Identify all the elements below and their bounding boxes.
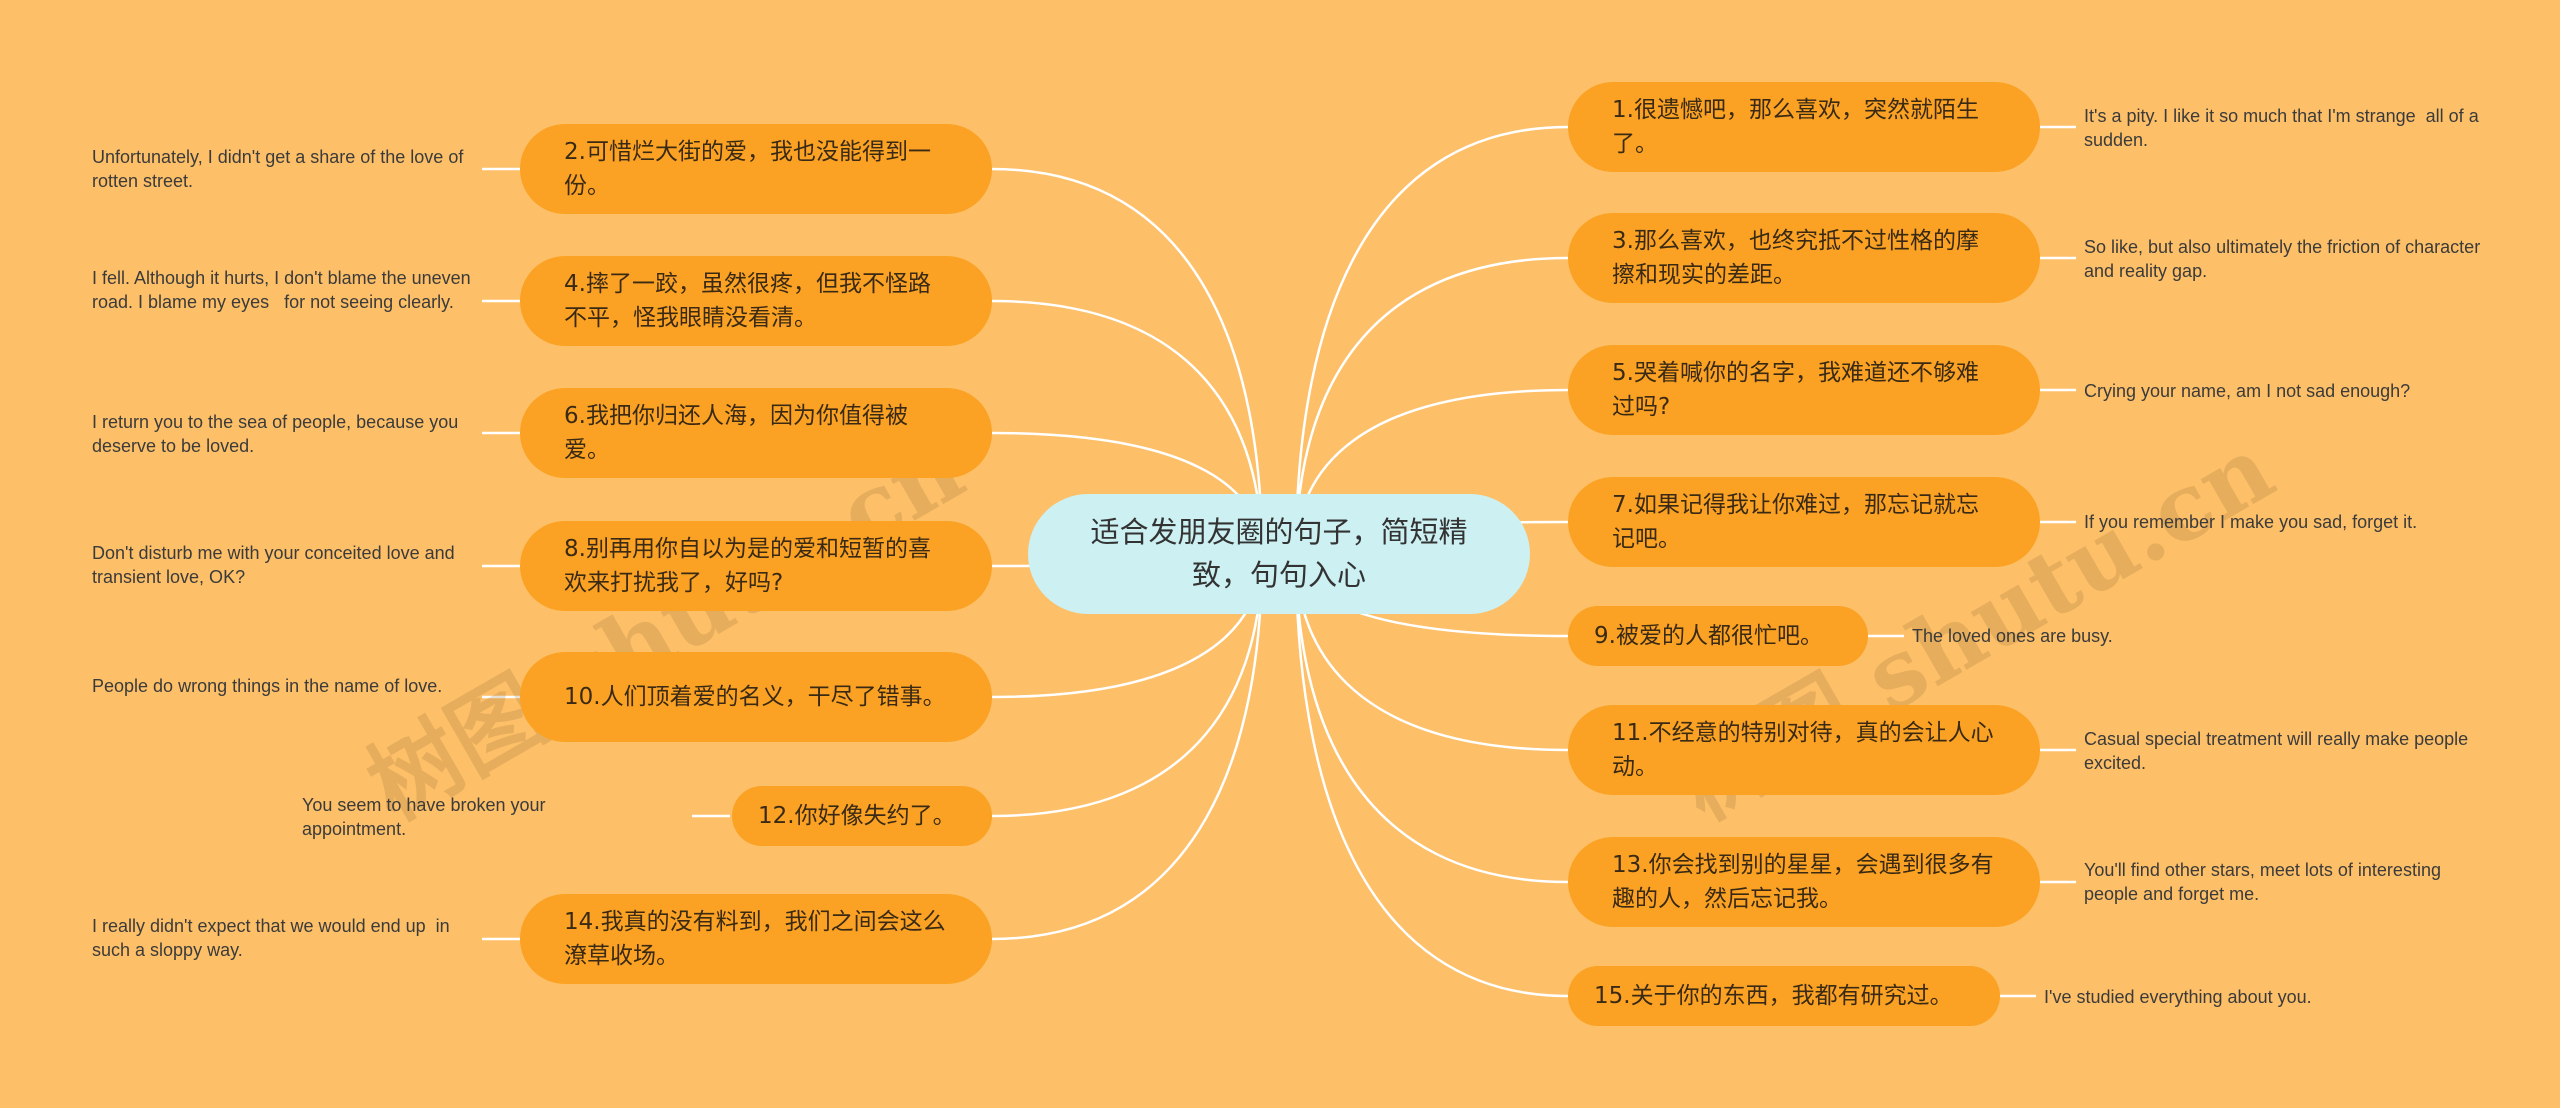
branch-node-3[interactable]: 3.那么喜欢，也终究抵不过性格的摩擦和现实的差距。 bbox=[1568, 213, 2040, 303]
translation-4: I fell. Although it hurts, I don't blame… bbox=[92, 268, 476, 312]
branch-node-2[interactable]: 2.可惜烂大街的爱，我也没能得到一份。 bbox=[520, 124, 992, 214]
translation-8: Don't disturb me with your conceited lov… bbox=[92, 543, 460, 587]
translation-15: I've studied everything about you. bbox=[2044, 987, 2312, 1007]
connector-center-node-1 bbox=[1294, 125, 1569, 555]
translation-10: People do wrong things in the name of lo… bbox=[92, 676, 443, 696]
branch-node-10[interactable]: 10.人们顶着爱的名义，干尽了错事。 bbox=[520, 652, 992, 742]
branch-node-11[interactable]: 11.不经意的特别对待，真的会让人心动。 bbox=[1568, 705, 2040, 795]
branch-node-15[interactable]: 15.关于你的东西，我都有研究过。 bbox=[1568, 966, 2000, 1026]
connector-center-node-2 bbox=[991, 167, 1264, 555]
branch-node-14[interactable]: 14.我真的没有料到，我们之间会这么潦草收场。 bbox=[520, 894, 992, 984]
connector-center-node-3 bbox=[1294, 256, 1569, 555]
branch-node-4[interactable]: 4.摔了一跤，虽然很疼，但我不怪路不平，怪我眼睛没看清。 bbox=[520, 256, 992, 346]
translation-1: It's a pity. I like it so much that I'm … bbox=[2084, 106, 2484, 150]
translation-6: I return you to the sea of people, becau… bbox=[92, 412, 464, 456]
translation-2: Unfortunately, I didn't get a share of t… bbox=[92, 147, 469, 191]
translation-14: I really didn't expect that we would end… bbox=[92, 916, 455, 960]
connector-center-node-15 bbox=[1294, 553, 1569, 998]
translation-13: You'll find other stars, meet lots of in… bbox=[2084, 860, 2446, 904]
branch-node-5[interactable]: 5.哭着喊你的名字，我难道还不够难过吗? bbox=[1568, 345, 2040, 435]
branch-node-7[interactable]: 7.如果记得我让你难过，那忘记就忘记吧。 bbox=[1568, 477, 2040, 567]
connector-center-node-14 bbox=[991, 553, 1264, 941]
branch-node-13[interactable]: 13.你会找到别的星星，会遇到很多有趣的人，然后忘记我。 bbox=[1568, 837, 2040, 927]
branch-node-12[interactable]: 12.你好像失约了。 bbox=[732, 786, 992, 846]
translation-11: Casual special treatment will really mak… bbox=[2084, 729, 2474, 773]
connector-center-node-13 bbox=[1294, 553, 1569, 884]
branch-node-8[interactable]: 8.别再用你自以为是的爱和短暂的喜欢来打扰我了，好吗? bbox=[520, 521, 992, 611]
branch-node-6[interactable]: 6.我把你归还人海，因为你值得被爱。 bbox=[520, 388, 992, 478]
translation-7: If you remember I make you sad, forget i… bbox=[2084, 512, 2418, 532]
translation-3: So like, but also ultimately the frictio… bbox=[2084, 237, 2486, 281]
central-topic[interactable]: 适合发朋友圈的句子，简短精致，句句入心 bbox=[1028, 494, 1530, 614]
translation-9: The loved ones are busy. bbox=[1912, 626, 2113, 646]
translation-5: Crying your name, am I not sad enough? bbox=[2084, 381, 2411, 401]
branch-node-9[interactable]: 9.被爱的人都很忙吧。 bbox=[1568, 606, 1868, 666]
branch-node-1[interactable]: 1.很遗憾吧，那么喜欢，突然就陌生了。 bbox=[1568, 82, 2040, 172]
translation-12: You seem to have broken your appointment… bbox=[302, 795, 551, 839]
